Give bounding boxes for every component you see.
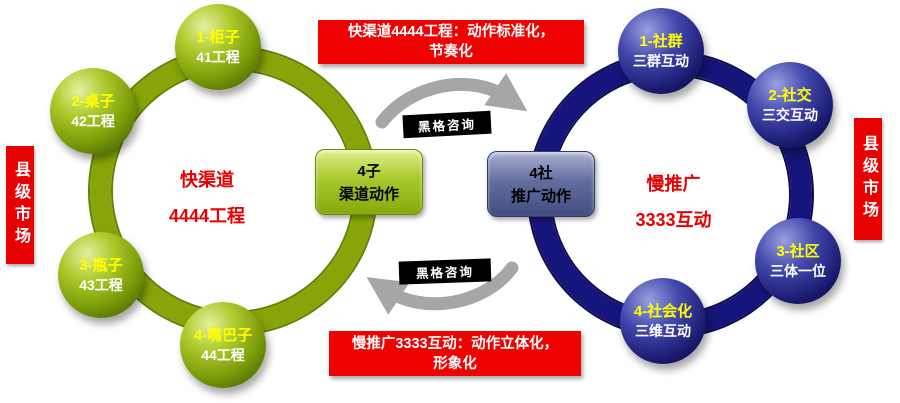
node-social-sub: 三交互动 (762, 106, 818, 123)
node-socialization: 4-社会化 三维互动 (620, 278, 706, 364)
left-market-banner: 县级市场 (6, 146, 34, 264)
slow-promo-title: 慢推广 3333互动 (606, 172, 741, 232)
consulting-tag-bottom: 黑格咨询 (398, 258, 492, 285)
node-social-label: 2-社交 (768, 86, 812, 104)
arrow-bottom-left (366, 261, 519, 315)
node-mouth-sub: 44工程 (201, 346, 245, 363)
bottom-headline-line2: 形象化 (433, 355, 477, 372)
node-community: 1-社群 三群互动 (618, 8, 704, 94)
top-headline-line2: 节奏化 (429, 44, 473, 60)
channel-action-button: 4子 渠道动作 (315, 149, 423, 215)
node-mouth: 4-嘴巴子 44工程 (180, 302, 266, 388)
node-bottle: 3-瓶子 43工程 (58, 232, 144, 318)
node-bottle-label: 3-瓶子 (79, 256, 123, 274)
node-socialization-label: 4-社会化 (633, 302, 693, 320)
node-mouth-label: 4-嘴巴子 (193, 326, 253, 344)
node-community-label: 1-社群 (639, 32, 683, 50)
channel-action-line1: 4子 (357, 163, 381, 180)
consulting-tag-top: 黑格咨询 (402, 110, 492, 139)
channel-action-line2: 渠道动作 (338, 186, 399, 203)
right-market-banner: 县级市场 (854, 118, 882, 240)
slow-promo-title-line2: 3333互动 (635, 210, 712, 230)
promo-action-line2: 推广动作 (510, 188, 571, 205)
bottom-headline-line1: 慢推广3333互动：动作立体化， (351, 335, 559, 352)
node-cabinet: 1-柜子 41工程 (175, 4, 261, 90)
arrow-top-right (375, 73, 528, 129)
node-table: 2-桌子 42工程 (50, 68, 136, 154)
node-social: 2-社交 三交互动 (747, 62, 833, 148)
node-table-sub: 42工程 (71, 112, 115, 129)
promo-action-line1: 4社 (529, 165, 553, 182)
bottom-headline-banner: 慢推广3333互动：动作立体化， 形象化 (329, 331, 581, 376)
node-district-sub: 三体一位 (770, 262, 826, 279)
top-headline-banner: 快渠道4444工程：动作标准化， 节奏化 (318, 20, 584, 64)
promo-action-button: 4社 推广动作 (487, 151, 595, 217)
node-socialization-sub: 三维互动 (635, 322, 691, 339)
node-cabinet-sub: 41工程 (196, 48, 240, 65)
fast-channel-title: 快渠道 4444工程 (142, 168, 272, 228)
fast-channel-title-line2: 4444工程 (168, 206, 246, 226)
node-bottle-sub: 43工程 (79, 276, 123, 293)
node-table-label: 2-桌子 (71, 92, 115, 110)
fast-channel-title-line1: 快渠道 (180, 170, 234, 190)
top-headline-line1: 快渠道4444工程：动作标准化， (347, 24, 555, 40)
node-district-label: 3-社区 (776, 242, 820, 260)
node-cabinet-label: 1-柜子 (196, 28, 240, 46)
node-district: 3-社区 三体一位 (755, 218, 841, 304)
slow-promo-title-line1: 慢推广 (646, 174, 701, 194)
node-community-sub: 三群互动 (633, 52, 689, 69)
